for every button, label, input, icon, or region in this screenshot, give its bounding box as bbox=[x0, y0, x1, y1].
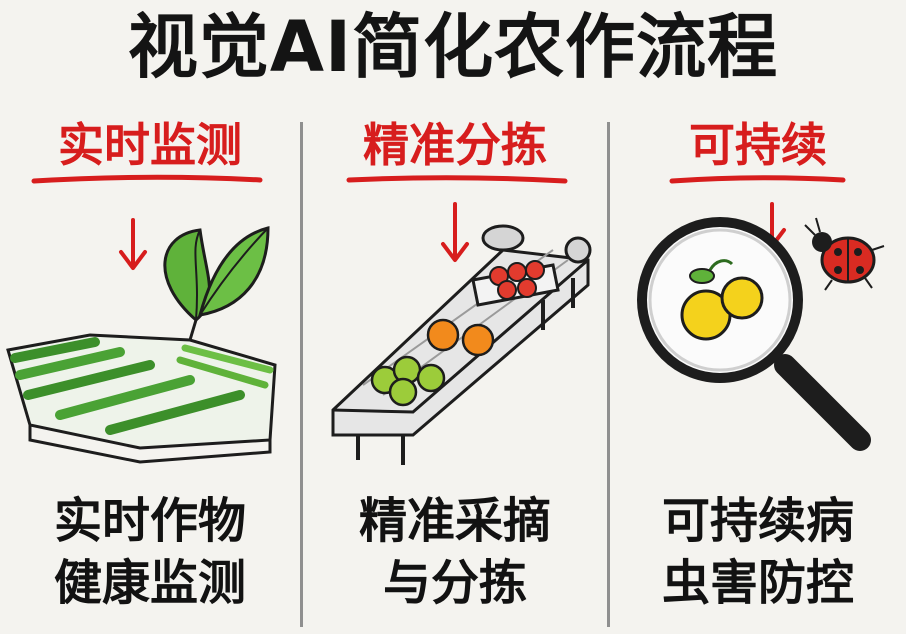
ladybug-icon bbox=[804, 217, 885, 291]
column-divider-1 bbox=[300, 122, 303, 627]
caption-line: 虫害防控 bbox=[661, 555, 854, 611]
conveyor-belt bbox=[331, 224, 592, 465]
heading-underline bbox=[669, 175, 846, 184]
caption-line: 与分拣 bbox=[382, 555, 527, 611]
panel-heading: 精准分拣 bbox=[363, 118, 547, 172]
heading-underline bbox=[31, 174, 263, 184]
green-fruits bbox=[370, 355, 446, 407]
orange-fruits bbox=[426, 318, 495, 357]
heading-underline bbox=[346, 175, 568, 184]
caption-line: 实时作物 bbox=[53, 493, 246, 549]
tomato-tray bbox=[471, 260, 560, 307]
caption-line: 健康监测 bbox=[53, 555, 246, 611]
magnifier-fruit-ladybug-icon bbox=[637, 202, 885, 451]
conveyor-belt-sorting-icon bbox=[331, 202, 592, 465]
leaf-icon bbox=[163, 226, 270, 341]
panel-heading: 可持续 bbox=[689, 118, 827, 172]
panel-sustainable: 可持续 bbox=[610, 110, 906, 634]
column-divider-2 bbox=[607, 122, 610, 627]
lemon-fruits bbox=[680, 259, 764, 341]
crop-field-with-leaf-icon bbox=[6, 218, 277, 464]
panel-sorting: 精准分拣 bbox=[303, 110, 607, 634]
panel-caption: 实时作物 健康监测 bbox=[0, 490, 300, 614]
panel-heading: 实时监测 bbox=[58, 118, 242, 172]
caption-line: 精准采摘 bbox=[358, 493, 551, 549]
panel-caption: 可持续病 虫害防控 bbox=[610, 490, 906, 614]
caption-line: 可持续病 bbox=[661, 493, 854, 549]
panel-monitoring: 实时监测 实时作物 健康监测 bbox=[0, 110, 300, 634]
down-arrow-icon bbox=[441, 202, 469, 262]
down-arrow-icon bbox=[119, 218, 147, 270]
crop-field bbox=[6, 333, 277, 464]
panel-caption: 精准采摘 与分拣 bbox=[303, 490, 607, 614]
page-title: 视觉AI简化农作流程 bbox=[127, 6, 779, 88]
